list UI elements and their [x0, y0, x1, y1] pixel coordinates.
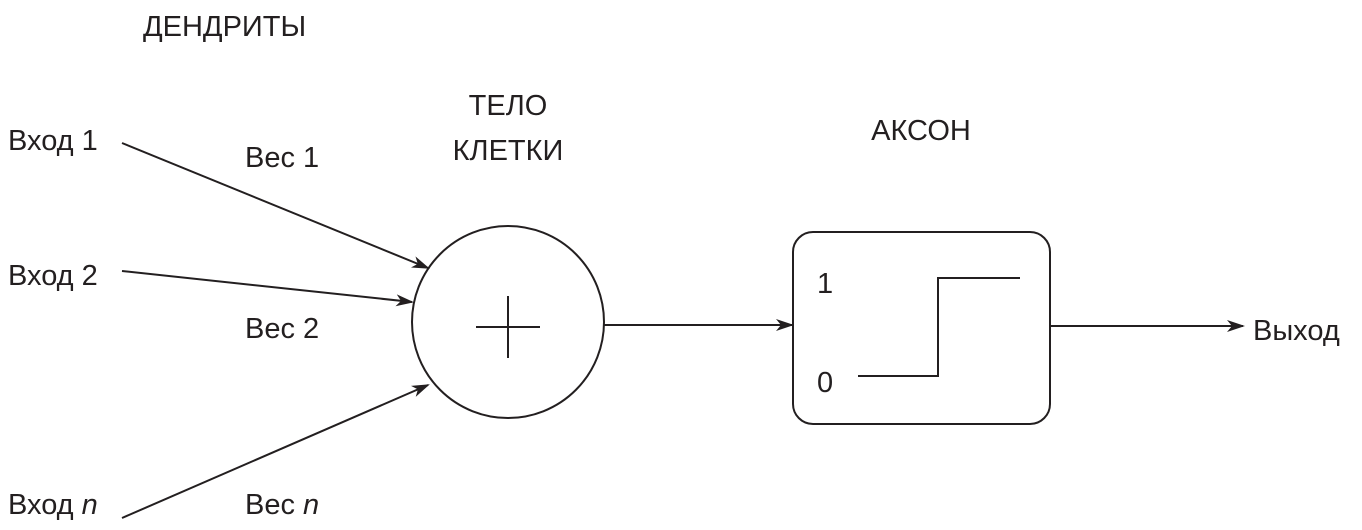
output-label: Выход — [1253, 315, 1340, 347]
weight-1-label: Вес 1 — [245, 142, 319, 174]
axon-box — [792, 231, 1051, 425]
weight-n-label: Вес n — [245, 489, 319, 521]
input-2-arrow — [121, 270, 414, 307]
cell-body-label-line2: КЛЕТКИ — [453, 135, 564, 167]
input-1-arrow — [121, 142, 430, 269]
step-high-label: 1 — [817, 268, 833, 300]
input-1-label: Вход 1 — [8, 125, 98, 157]
input-n-arrow — [121, 384, 430, 519]
axon-label: АКСОН — [871, 115, 971, 147]
dendrites-label: ДЕНДРИТЫ — [143, 11, 306, 43]
step-low-label: 0 — [817, 367, 833, 399]
step-function-curve — [858, 277, 1020, 377]
cell-body-circle — [411, 225, 605, 419]
input-n-label: Вход n — [8, 489, 98, 521]
cell-body-label-line1: ТЕЛО — [469, 90, 548, 122]
input-2-label: Вход 2 — [8, 260, 98, 292]
sum-plus-icon — [476, 296, 540, 358]
weight-2-label: Вес 2 — [245, 313, 319, 345]
